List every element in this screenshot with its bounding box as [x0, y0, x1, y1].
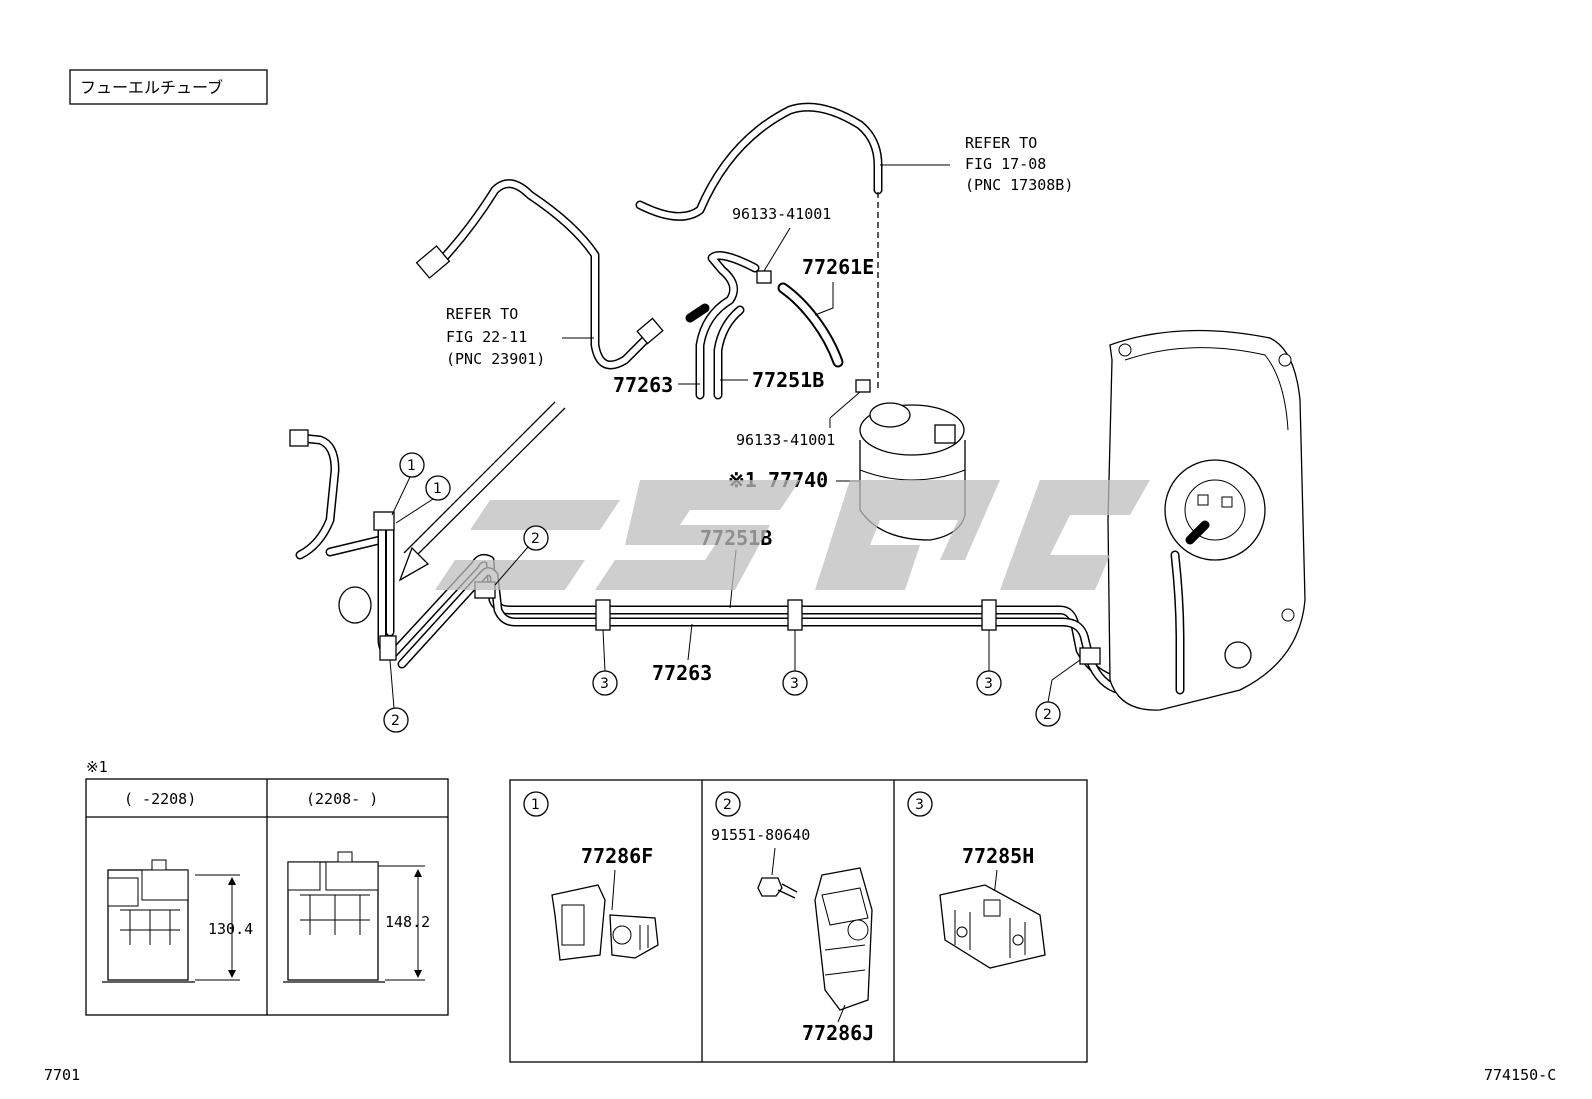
- vent-tube-upper: [635, 102, 883, 390]
- variant-col1-header: ( -2208): [124, 790, 196, 808]
- callout-2b: 2: [391, 713, 400, 729]
- variant-col1-dim: 130.4: [208, 920, 253, 938]
- refer-top-line3: (PNC 17308B): [965, 176, 1073, 194]
- refer-left-line1: REFER TO: [446, 305, 518, 323]
- panel-3-num: 3: [915, 797, 924, 813]
- detail-panels: 1 77286F 2 91551-80640 77286J 3: [509, 779, 1088, 1063]
- refer-top-label: REFER TO FIG 17-08 (PNC 17308B): [880, 134, 1073, 194]
- direction-arrow-icon: [398, 401, 566, 582]
- clip-upper-icon: [756, 227, 791, 284]
- clip-lower-label: 96133-41001: [736, 431, 835, 449]
- clip-lower-icon: [829, 379, 871, 419]
- canister-short-icon: [102, 859, 240, 983]
- clamp-77286f-icon: [551, 884, 659, 961]
- callout-1a: 1: [407, 458, 416, 474]
- variant-table: ※1 ( -2208) (2208- ) 130.4: [85, 758, 449, 1016]
- callout-2c: 2: [1043, 707, 1052, 723]
- tube-263-main-label: 77263: [652, 661, 712, 685]
- footer-right: 774150-C: [1484, 1066, 1556, 1084]
- panel-3-part: 77285H: [962, 844, 1034, 868]
- left-connector-assembly: [289, 429, 401, 656]
- watermark-logo: [435, 480, 1150, 590]
- inlet-tube-left: [415, 179, 664, 370]
- clamp-77285h-icon: [939, 884, 1046, 969]
- hose-e-label: 77261E: [802, 255, 874, 279]
- refer-left-line2: FIG 22-11: [446, 328, 527, 346]
- tube-263-upper-label: 77263: [613, 373, 673, 397]
- callout-3b: 3: [790, 676, 799, 692]
- variant-mark: ※1: [86, 758, 108, 776]
- canister-tall-icon: [283, 851, 425, 983]
- callout-2a: 2: [531, 531, 540, 547]
- callout-3c: 3: [984, 676, 993, 692]
- clamp-77286j-icon: [814, 867, 873, 1011]
- refer-top-line2: FIG 17-08: [965, 155, 1046, 173]
- fuel-tank-icon: [1107, 329, 1306, 711]
- panel-2-clamp: 77286J: [802, 1021, 874, 1045]
- tube-bundle-upper: [685, 251, 760, 400]
- callouts: 1 1 2 2 2 3 3 3: [383, 452, 1081, 733]
- title-text: フューエルチューブ: [80, 78, 223, 97]
- panel-1-part: 77286F: [581, 844, 653, 868]
- clip-upper-label: 96133-41001: [732, 205, 831, 223]
- footer-left: 7701: [44, 1066, 80, 1084]
- panel-2-num: 2: [723, 797, 732, 813]
- refer-left-line3: (PNC 23901): [446, 350, 545, 368]
- variant-col2-header: (2208- ): [306, 790, 378, 808]
- title-box: フューエルチューブ: [69, 69, 268, 105]
- panel-2-bolt: 91551-80640: [711, 826, 810, 844]
- callout-3a: 3: [600, 676, 609, 692]
- refer-left-label: REFER TO FIG 22-11 (PNC 23901): [446, 305, 594, 368]
- variant-col2-dim: 148.2: [385, 913, 430, 931]
- tube-251b-upper-label: 77251B: [752, 368, 824, 392]
- bolt-icon: [757, 877, 798, 899]
- hose-77261e: [777, 282, 844, 368]
- refer-top-line1: REFER TO: [965, 134, 1037, 152]
- callout-1b: 1: [433, 481, 442, 497]
- panel-1-num: 1: [531, 797, 540, 813]
